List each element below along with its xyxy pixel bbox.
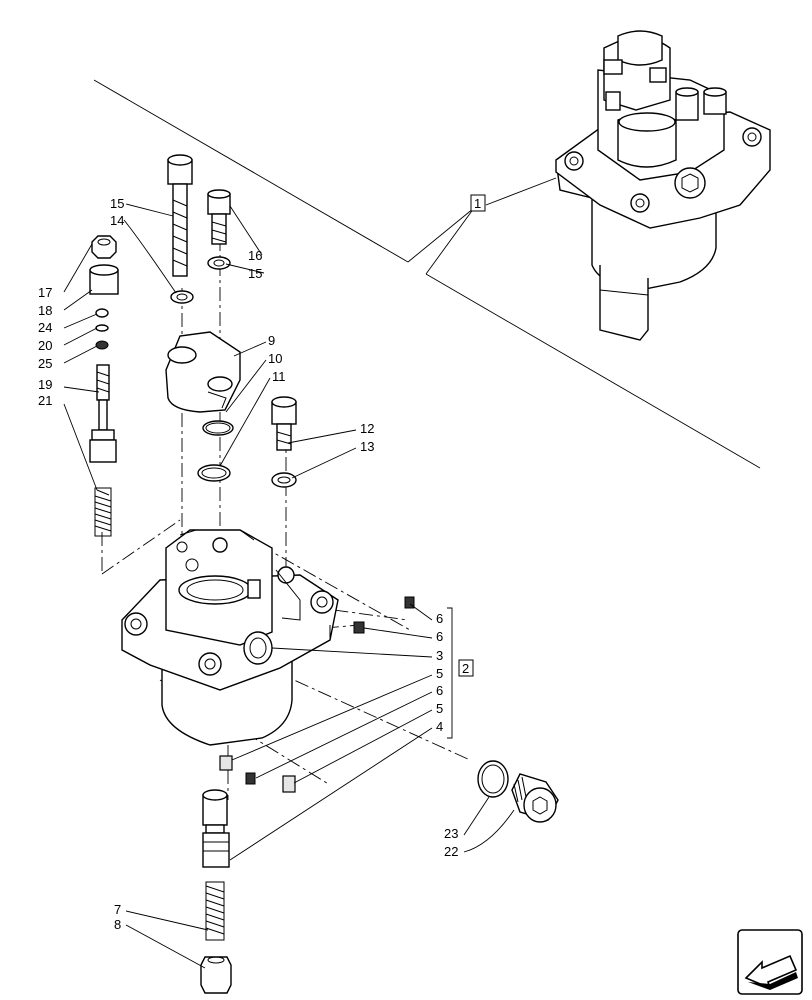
pump-housing (121, 529, 339, 746)
set-screw-6b (353, 621, 365, 634)
washer-15a (170, 290, 194, 304)
plug-5b (282, 775, 296, 793)
bolt-14 (167, 154, 193, 277)
group-label-2: 2 (462, 661, 469, 676)
small-parts (219, 596, 415, 793)
callout-8: 8 (114, 917, 121, 932)
detail-boundary-lines (93, 79, 761, 469)
set-screw-6a (404, 596, 415, 609)
callout-13: 13 (360, 439, 374, 454)
callout-18: 18 (38, 303, 52, 318)
callout-6a: 6 (436, 611, 443, 626)
callout-3: 3 (436, 648, 443, 663)
callout-16: 16 (248, 248, 262, 263)
callout-22: 22 (444, 844, 458, 859)
callout-20: 20 (38, 338, 52, 353)
callout-23: 23 (444, 826, 458, 841)
group-label-1: 1 (474, 196, 481, 211)
callout-15a: 14 (110, 213, 124, 228)
plug-5a (219, 755, 233, 771)
callout-19: 19 (38, 377, 52, 392)
bolt-16 (207, 189, 231, 245)
washer-15b (207, 256, 231, 270)
callout-11: 11 (272, 369, 286, 384)
arrow-back-icon[interactable] (737, 929, 803, 995)
callout-17: 17 (38, 285, 52, 300)
callout-21: 21 (38, 393, 52, 408)
callout-14: 15 (110, 196, 124, 211)
callout-10: 10 (268, 351, 282, 366)
group-2-box (458, 659, 474, 677)
lower-stack-parts (200, 789, 232, 994)
callout-12: 12 (360, 421, 374, 436)
callout-5a: 5 (436, 666, 443, 681)
callout-24: 24 (38, 320, 52, 335)
callout-6b: 6 (436, 629, 443, 644)
callout-15b: 15 (248, 266, 262, 281)
set-screw-6c (245, 772, 256, 785)
callout-6c: 6 (436, 683, 443, 698)
callout-25: 25 (38, 356, 52, 371)
plug-22-and-seal-23 (477, 760, 559, 823)
leader-lines (63, 203, 515, 969)
pump-assembly-overview (555, 30, 771, 341)
o-rings-10-11 (197, 420, 234, 482)
bolt-12 (271, 396, 297, 451)
callout-5b: 5 (436, 701, 443, 716)
left-stack-parts (89, 235, 119, 537)
group-2-bracket (447, 607, 453, 739)
callout-labels: 1 2 15 14 16 15 17 18 24 20 25 19 21 9 1… (38, 194, 486, 932)
callout-4: 4 (436, 719, 443, 734)
washer-13 (271, 472, 297, 488)
callout-9: 9 (268, 333, 275, 348)
group-1-box (470, 194, 486, 212)
callout-7: 7 (114, 902, 121, 917)
bracket-9 (165, 331, 241, 413)
